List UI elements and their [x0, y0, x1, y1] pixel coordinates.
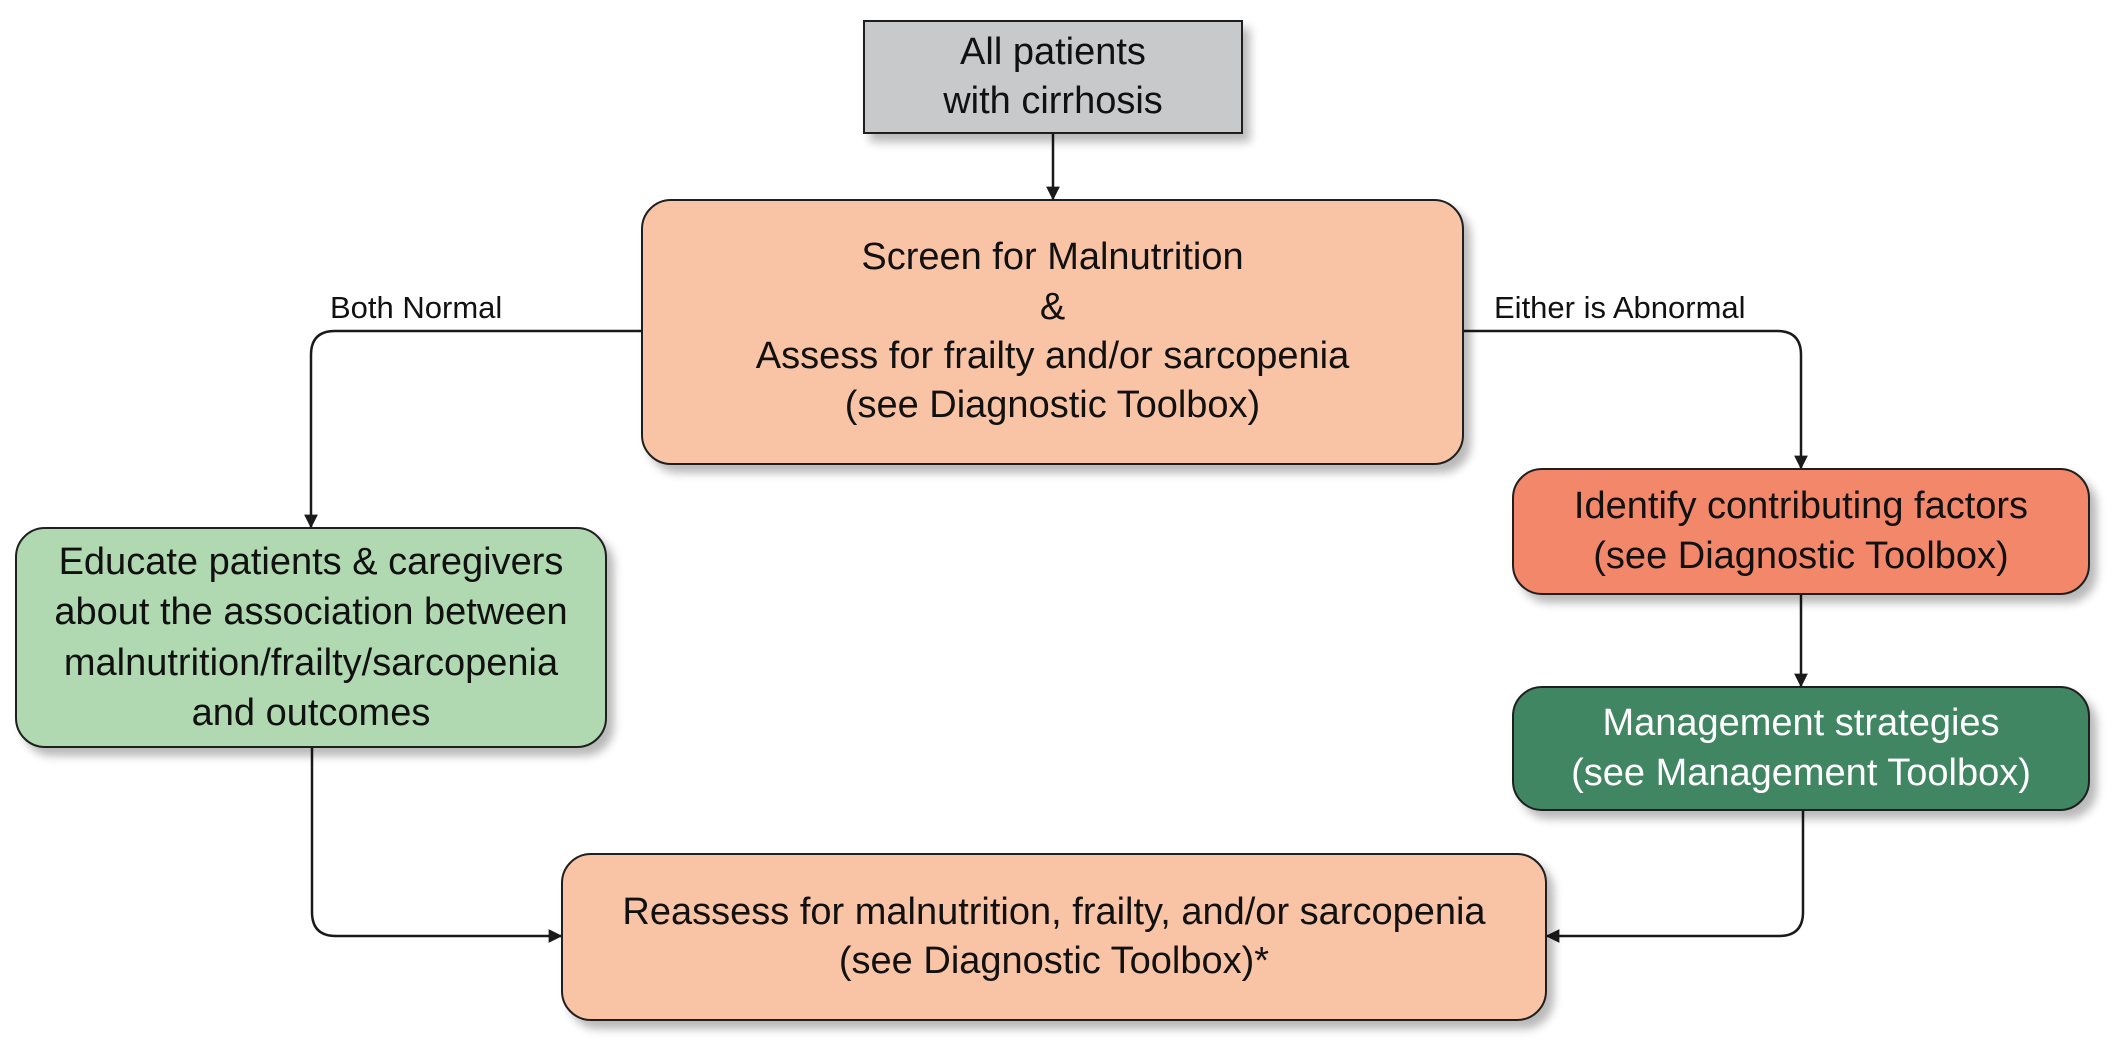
- node-reassess-label: Reassess for malnutrition, frailty, and/…: [622, 890, 1486, 982]
- node-management-strategies: Management strategies (see Management To…: [1512, 686, 2090, 811]
- arrow-educate-to-reassess: [310, 748, 563, 943]
- node-manage-label: Management strategies (see Management To…: [1571, 702, 2031, 794]
- node-educate-label: Educate patients & caregivers about the …: [54, 541, 568, 734]
- arrow-screen-to-educate: [304, 329, 641, 529]
- node-reassess: Reassess for malnutrition, frailty, and/…: [561, 853, 1547, 1021]
- node-screen-for-malnutrition: Screen for Malnutrition & Assess for fra…: [641, 199, 1464, 465]
- arrow-manage-to-reassess: [1545, 811, 1805, 943]
- node-all-patients-with-cirrhosis: All patients with cirrhosis: [863, 20, 1243, 134]
- edge-label-both-normal: Both Normal: [330, 290, 503, 325]
- node-all-patients-label: All patients with cirrhosis: [943, 30, 1163, 122]
- edge-label-either-abnormal: Either is Abnormal: [1494, 290, 1746, 325]
- node-screen-label: Screen for Malnutrition & Assess for fra…: [755, 236, 1350, 427]
- node-educate-patients: Educate patients & caregivers about the …: [15, 527, 607, 748]
- arrow-screen-to-identify: [1464, 329, 1808, 470]
- node-identify-contributing-factors: Identify contributing factors (see Diagn…: [1512, 468, 2090, 595]
- node-identify-label: Identify contributing factors (see Diagn…: [1573, 485, 2029, 577]
